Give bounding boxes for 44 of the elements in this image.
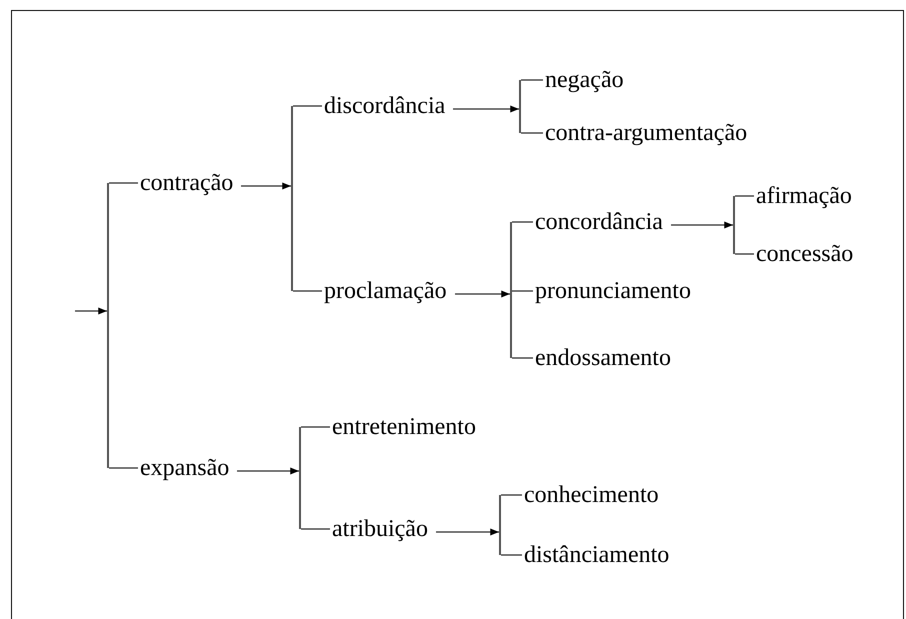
- option-term: atribuição: [332, 515, 428, 543]
- connector-line: [301, 528, 330, 530]
- connector-line: [521, 132, 543, 134]
- arrow: [671, 222, 733, 228]
- arrow: [241, 182, 291, 190]
- arrow: [75, 308, 107, 314]
- arrow: [436, 528, 499, 536]
- option-term: discordância: [324, 92, 446, 120]
- option-term: distânciamento: [524, 541, 670, 569]
- bracket-line: [107, 183, 109, 468]
- bracket-line: [291, 106, 293, 291]
- option-term: conhecimento: [524, 481, 659, 509]
- option-term: pronunciamento: [535, 277, 691, 305]
- option-term: concessão: [756, 240, 854, 268]
- connector-line: [293, 105, 322, 107]
- connector-line: [512, 357, 533, 359]
- option-term: concordância: [535, 208, 663, 236]
- connector-line: [512, 290, 533, 292]
- connector-line: [301, 426, 330, 428]
- connector-line: [521, 79, 543, 81]
- connector-line: [501, 554, 522, 556]
- connector-line: [735, 253, 754, 255]
- connector-line: [512, 221, 533, 223]
- option-term: contração: [140, 169, 234, 197]
- bracket-line: [510, 222, 512, 358]
- connector-line: [109, 182, 138, 184]
- connector-line: [109, 467, 138, 469]
- option-term: expansão: [140, 454, 230, 482]
- bracket-line: [499, 495, 501, 555]
- option-term: afirmação: [756, 182, 852, 210]
- option-term: entretenimento: [332, 413, 476, 441]
- connector-line: [501, 494, 522, 496]
- arrow: [453, 106, 519, 112]
- bracket-line: [733, 196, 735, 254]
- bracket-line: [519, 80, 521, 133]
- option-term: proclamação: [324, 277, 447, 305]
- option-term: contra-argumentação: [545, 119, 748, 147]
- bracket-line: [299, 427, 301, 529]
- connector-line: [293, 290, 322, 292]
- arrow: [455, 290, 510, 298]
- option-term: negação: [545, 66, 624, 94]
- arrow: [237, 468, 299, 474]
- connector-line: [735, 195, 754, 197]
- option-term: endossamento: [535, 344, 671, 372]
